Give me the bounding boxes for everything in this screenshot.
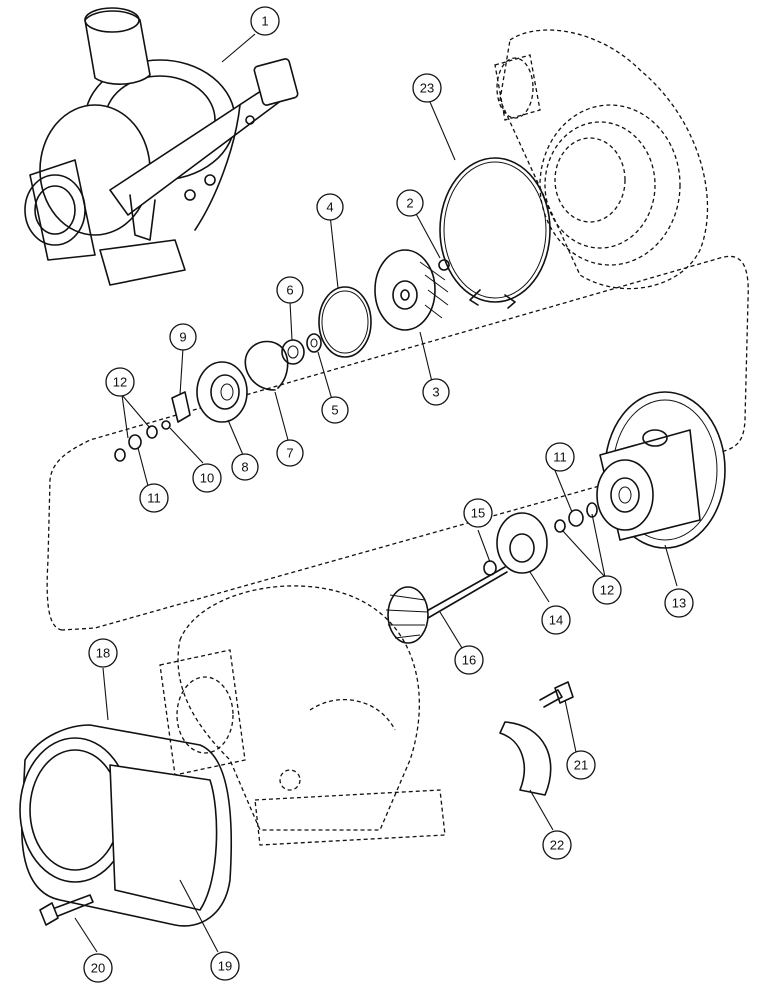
callout-18: 18 (88, 638, 118, 668)
callout-16: 16 (454, 645, 484, 675)
turbine-wheel-and-shaft (385, 566, 508, 644)
callout-21: 21 (566, 750, 596, 780)
bearing-housing (596, 391, 726, 549)
callout-20: 20 (83, 953, 113, 983)
outlet-elbow (19, 737, 218, 911)
callout-22: 22 (542, 830, 572, 860)
callout-12-left: 12 (105, 367, 135, 397)
leader-lines (74, 33, 678, 953)
callout-13: 13 (664, 588, 694, 618)
cartridge-boundary (46, 255, 749, 631)
gasket (21, 724, 233, 927)
seal-insert (196, 361, 248, 423)
callout-14-label: 14 (549, 613, 563, 628)
callout-13-label: 13 (672, 596, 686, 611)
callout-9: 9 (169, 323, 197, 351)
callout-6-label: 6 (286, 283, 293, 298)
callout-10: 10 (192, 463, 222, 493)
callout-11-left: 11 (139, 483, 169, 513)
callout-15: 15 (463, 498, 493, 528)
callout-19-label: 19 (218, 959, 232, 974)
callout-4: 4 (316, 193, 344, 221)
callout-2: 2 (396, 189, 424, 217)
callout-7-label: 7 (286, 446, 293, 461)
callout-12-left-label: 12 (113, 375, 127, 390)
callout-9-label: 9 (179, 330, 186, 345)
turbine-housing-reference (159, 585, 446, 846)
bolt-lower-left (39, 894, 94, 926)
callout-16-label: 16 (462, 653, 476, 668)
callout-5: 5 (321, 396, 349, 424)
journal-bearing-group-left (114, 425, 158, 462)
callout-23-label: 23 (420, 81, 434, 96)
compressor-housing-reference (494, 29, 709, 290)
thrust-bearing (171, 391, 191, 423)
callout-7: 7 (276, 439, 304, 467)
compressor-nut (438, 259, 450, 271)
callout-1-label: 1 (261, 14, 268, 29)
callout-11-right: 11 (545, 442, 575, 472)
callout-20-label: 20 (91, 961, 105, 976)
callout-23: 23 (412, 73, 442, 103)
clamp-plate (499, 721, 552, 796)
callout-1: 1 (250, 6, 280, 36)
bolt-right (539, 681, 574, 708)
callout-5-label: 5 (331, 403, 338, 418)
callout-15-label: 15 (471, 506, 485, 521)
retaining-ring (244, 340, 289, 391)
thrust-washer (306, 333, 322, 353)
spacer-washer (161, 420, 171, 430)
callout-19: 19 (210, 951, 240, 981)
compressor-wheel (374, 249, 449, 331)
callout-11-right-label: 11 (553, 450, 567, 465)
callout-10-label: 10 (200, 471, 214, 486)
callout-4-label: 4 (326, 200, 333, 215)
callout-12-right-label: 12 (600, 583, 614, 598)
turbocharger-assembly (24, 7, 299, 286)
callout-22-label: 22 (550, 838, 564, 853)
callout-12-right: 12 (592, 575, 622, 605)
callout-2-label: 2 (406, 196, 413, 211)
callout-6: 6 (276, 276, 304, 304)
heat-shield (496, 512, 548, 574)
callout-3: 3 (422, 378, 450, 406)
callout-11-left-label: 11 (147, 491, 161, 506)
callout-8: 8 (231, 453, 259, 481)
callout-14: 14 (541, 605, 571, 635)
callout-3-label: 3 (432, 385, 439, 400)
snap-ring-large (439, 157, 551, 309)
callout-21-label: 21 (574, 758, 588, 773)
o-ring (318, 286, 372, 358)
journal-bearing-group-right (554, 502, 598, 533)
callout-8-label: 8 (241, 460, 248, 475)
callout-18-label: 18 (96, 646, 110, 661)
